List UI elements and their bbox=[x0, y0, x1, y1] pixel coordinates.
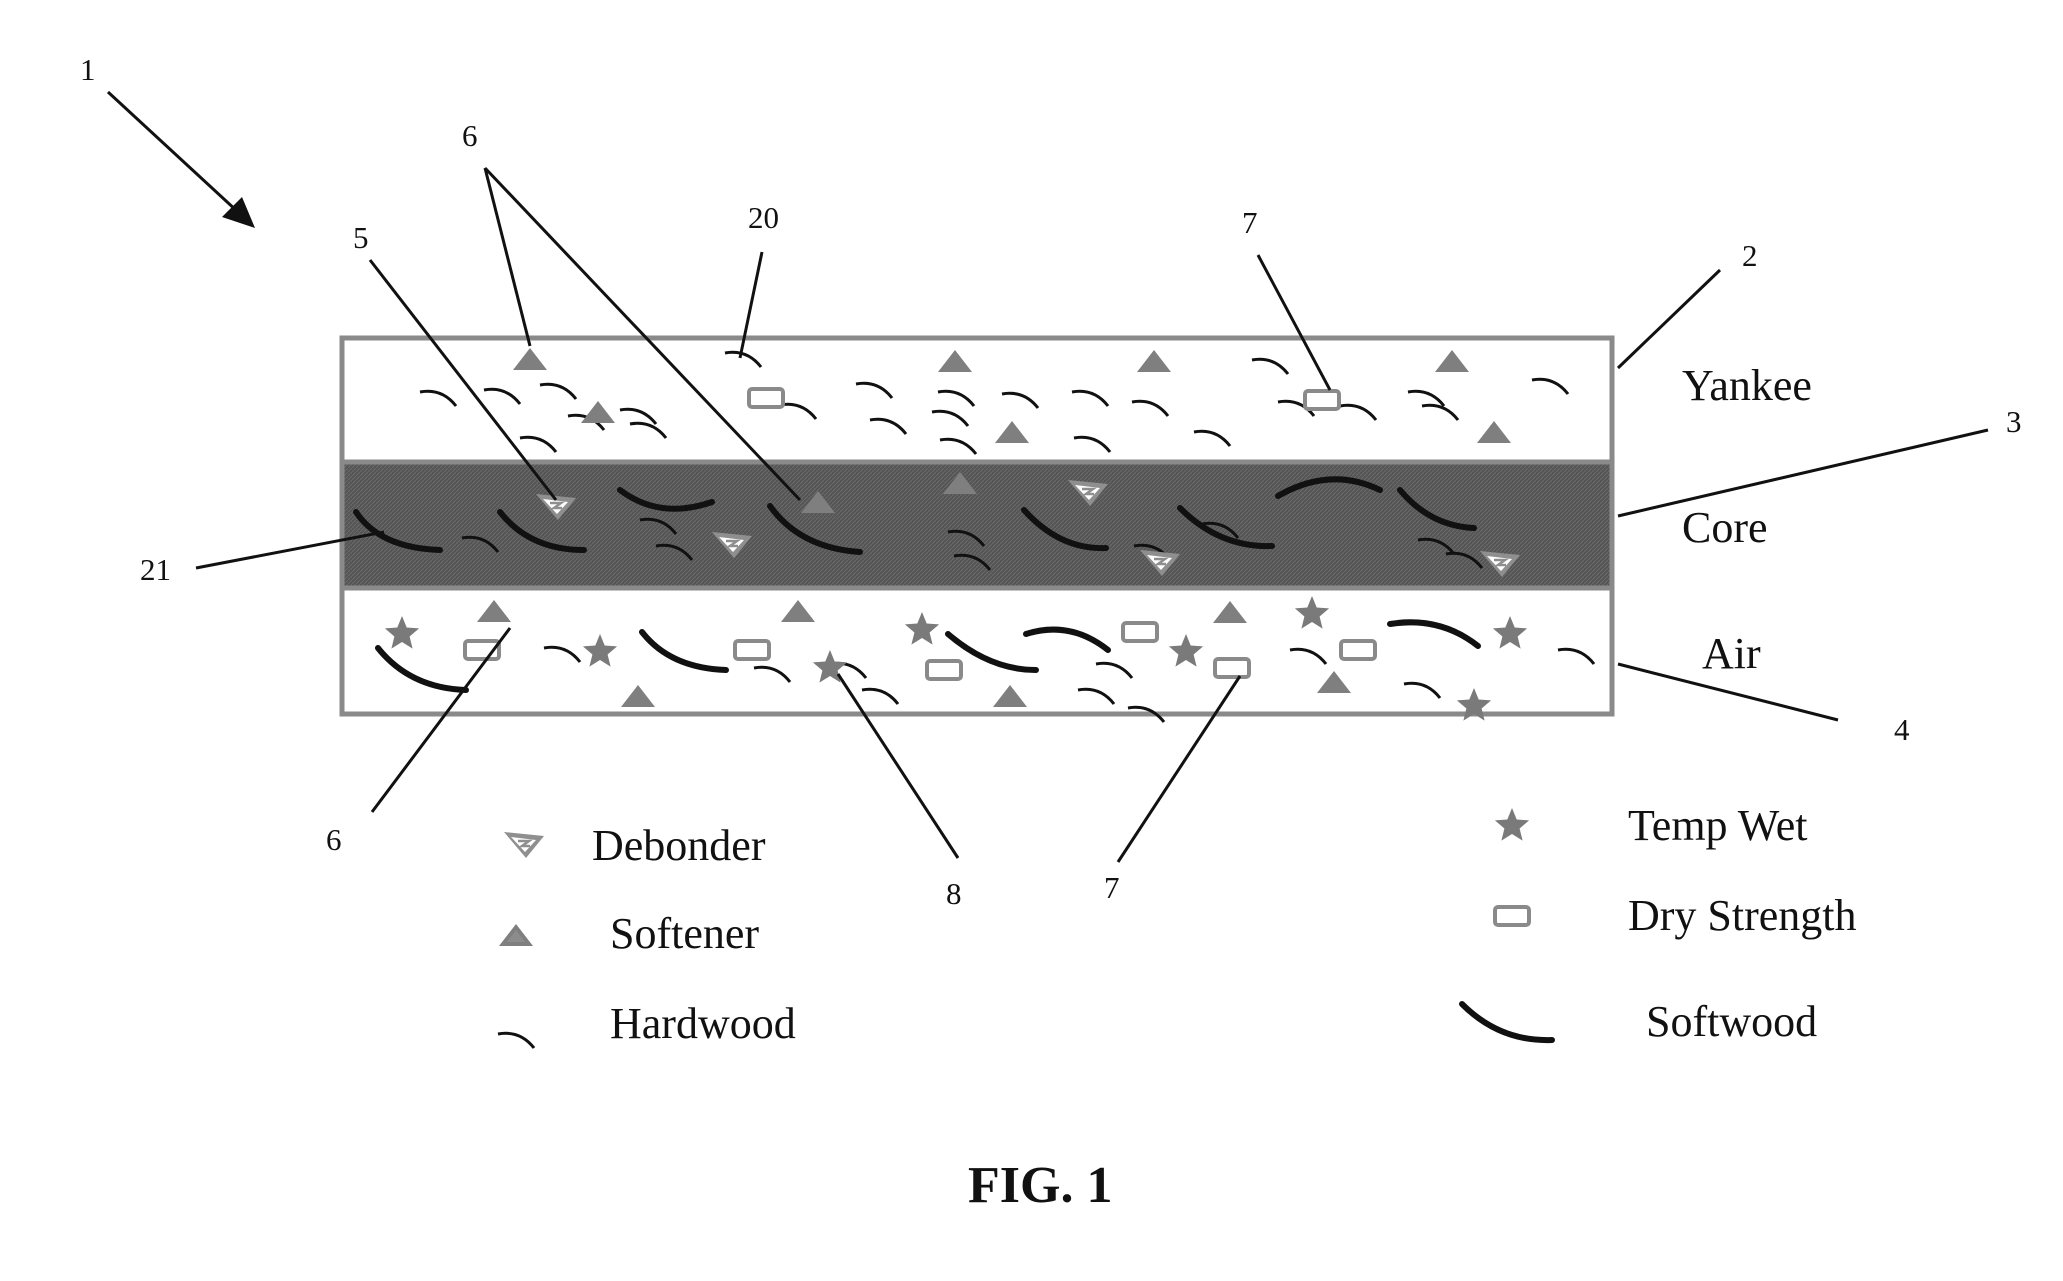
ref-3: 3 bbox=[2006, 404, 2022, 439]
ref-6-bottom: 6 bbox=[326, 822, 342, 857]
legend-dry-strength-icon bbox=[1495, 907, 1529, 925]
core-layer bbox=[342, 462, 1612, 588]
legend-hardwood-icon bbox=[498, 1033, 534, 1048]
dry-strength-particle bbox=[749, 389, 783, 407]
leader-6a bbox=[485, 168, 530, 346]
leader-1 bbox=[108, 92, 238, 212]
ref-7-top: 7 bbox=[1242, 205, 1258, 240]
legend-temp-wet-label: Temp Wet bbox=[1628, 801, 1808, 850]
layer-label-yankee: Yankee bbox=[1682, 361, 1812, 410]
layer-label-core: Core bbox=[1682, 503, 1768, 552]
ref-20: 20 bbox=[748, 200, 779, 235]
dry-strength-particle bbox=[1341, 641, 1375, 659]
legend-debonder-icon bbox=[504, 832, 544, 858]
dry-strength-particle bbox=[1305, 391, 1339, 409]
leader-2 bbox=[1618, 270, 1720, 368]
leader-3 bbox=[1618, 430, 1988, 516]
legend-debonder-label: Debonder bbox=[592, 821, 766, 870]
figure-caption: FIG. 1 bbox=[968, 1157, 1112, 1214]
layer-label-air: Air bbox=[1702, 629, 1761, 678]
dry-strength-particle bbox=[927, 661, 961, 679]
legend-softwood-label: Softwood bbox=[1646, 997, 1817, 1046]
legend-softener-label: Softener bbox=[610, 909, 759, 958]
ref-4: 4 bbox=[1894, 712, 1910, 747]
ref-1: 1 bbox=[80, 52, 96, 87]
legend-hardwood-label: Hardwood bbox=[610, 999, 796, 1048]
dry-strength-particle bbox=[1123, 623, 1157, 641]
ref-2: 2 bbox=[1742, 238, 1758, 273]
ref-6-top: 6 bbox=[462, 118, 478, 153]
legend-softwood-icon bbox=[1462, 1004, 1552, 1040]
legend-dry-strength-label: Dry Strength bbox=[1628, 891, 1857, 940]
dry-strength-particle bbox=[1215, 659, 1249, 677]
ref-21: 21 bbox=[140, 552, 171, 587]
ref-5: 5 bbox=[353, 220, 369, 255]
dry-strength-particle bbox=[735, 641, 769, 659]
legend-softener-icon bbox=[499, 924, 533, 946]
ref-8: 8 bbox=[946, 876, 962, 911]
legend: Debonder Softener Hardwood Temp Wet Dry … bbox=[498, 801, 1857, 1048]
ref-7-bottom: 7 bbox=[1104, 870, 1120, 905]
legend-temp-wet-icon bbox=[1495, 808, 1529, 841]
